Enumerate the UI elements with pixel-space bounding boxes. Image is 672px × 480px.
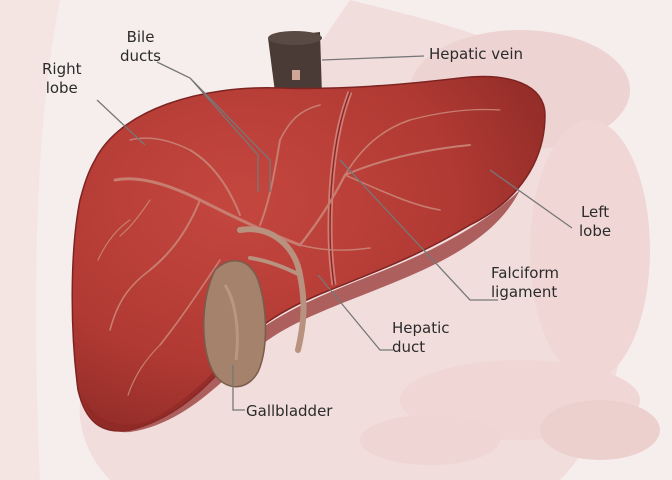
label-hepatic-vein: Hepatic vein — [429, 45, 523, 64]
gallbladder — [204, 261, 266, 387]
label-right-lobe: Right lobe — [42, 60, 82, 98]
label-left-lobe: Left lobe — [579, 203, 611, 241]
label-gallbladder: Gallbladder — [246, 402, 332, 421]
label-bile-ducts: Bile ducts — [120, 28, 161, 66]
label-hepatic-duct: Hepatic duct — [392, 319, 450, 357]
label-falciform-ligament: Falciform ligament — [491, 264, 559, 302]
